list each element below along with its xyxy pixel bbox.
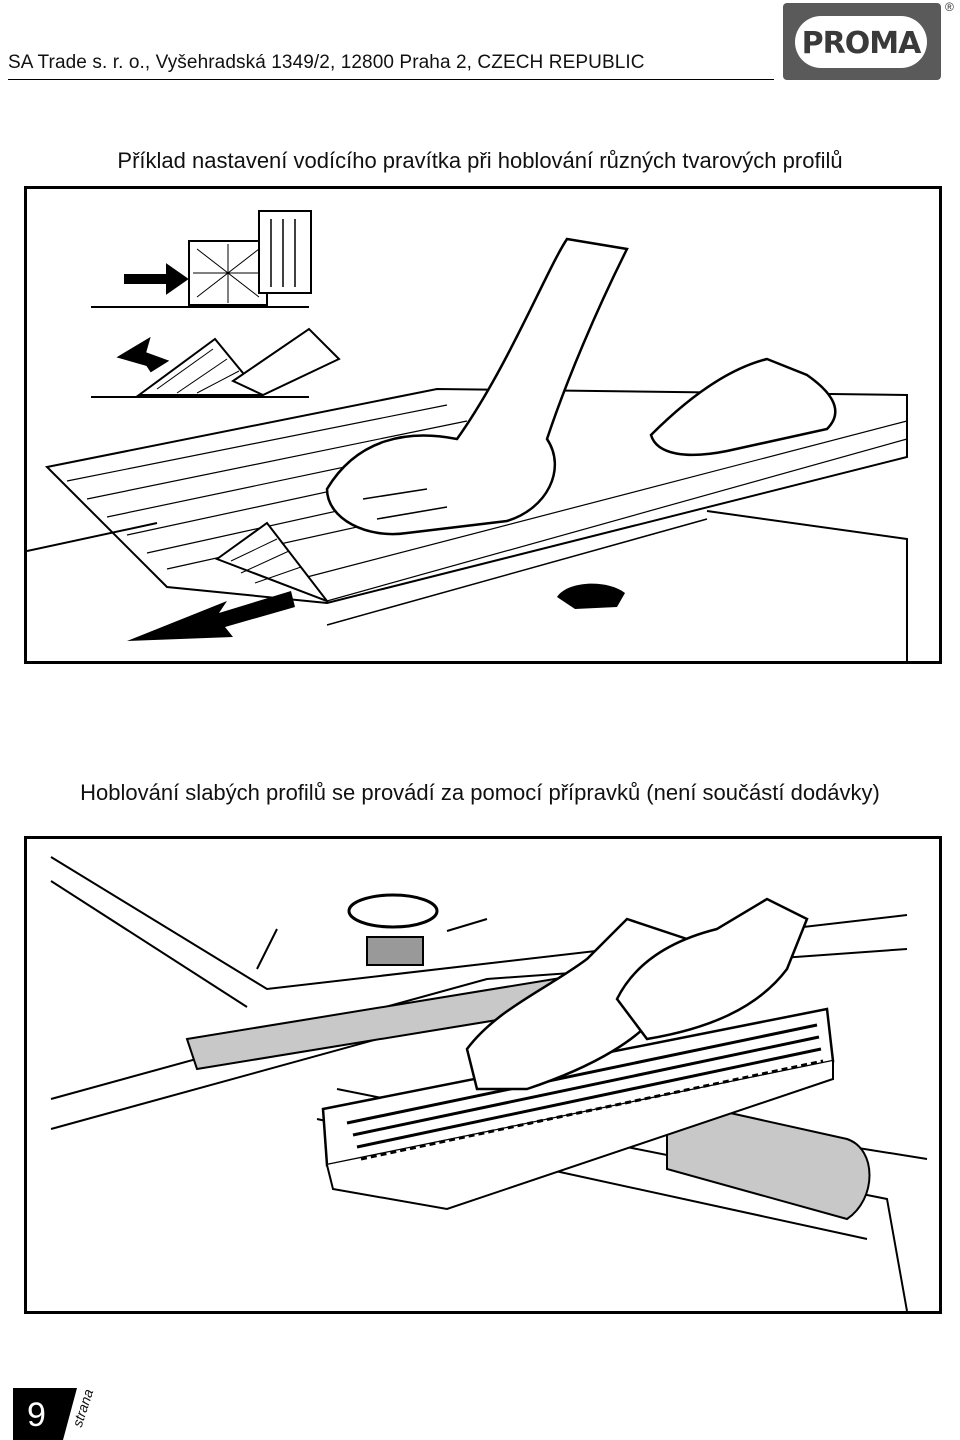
figure-2-illustration xyxy=(24,836,942,1314)
header-rule xyxy=(8,79,774,80)
figure-1-illustration xyxy=(24,186,942,664)
hand-front xyxy=(325,237,629,536)
hand-right xyxy=(615,897,809,1041)
jig-texture xyxy=(346,1023,824,1161)
header-company-line: SA Trade s. r. o., Vyšehradská 1349/2, 1… xyxy=(8,52,645,73)
logo-badge: PROMA xyxy=(795,16,927,68)
fence-knob xyxy=(347,893,439,929)
hand-rear xyxy=(649,357,837,457)
logo: PROMA xyxy=(783,3,941,80)
figure-1-caption: Příklad nastavení vodícího pravítka při … xyxy=(117,148,843,173)
feed-direction-arrow xyxy=(127,591,295,641)
registered-mark: ® xyxy=(945,0,954,14)
page-number-badge: 9 strana xyxy=(13,1387,96,1440)
figure-2-caption: Hoblování slabých profilů se provádí za … xyxy=(80,780,880,805)
fence-knob xyxy=(557,583,625,609)
logo-text: PROMA xyxy=(801,26,922,61)
thin-profile-jig-illustration xyxy=(50,856,928,1311)
inset-profile-diagrams xyxy=(91,210,341,398)
fence-roller xyxy=(666,1097,871,1221)
page-number-shape xyxy=(13,1388,77,1440)
planing-guide-illustration xyxy=(27,210,908,661)
page-number: 9 xyxy=(27,1396,46,1434)
